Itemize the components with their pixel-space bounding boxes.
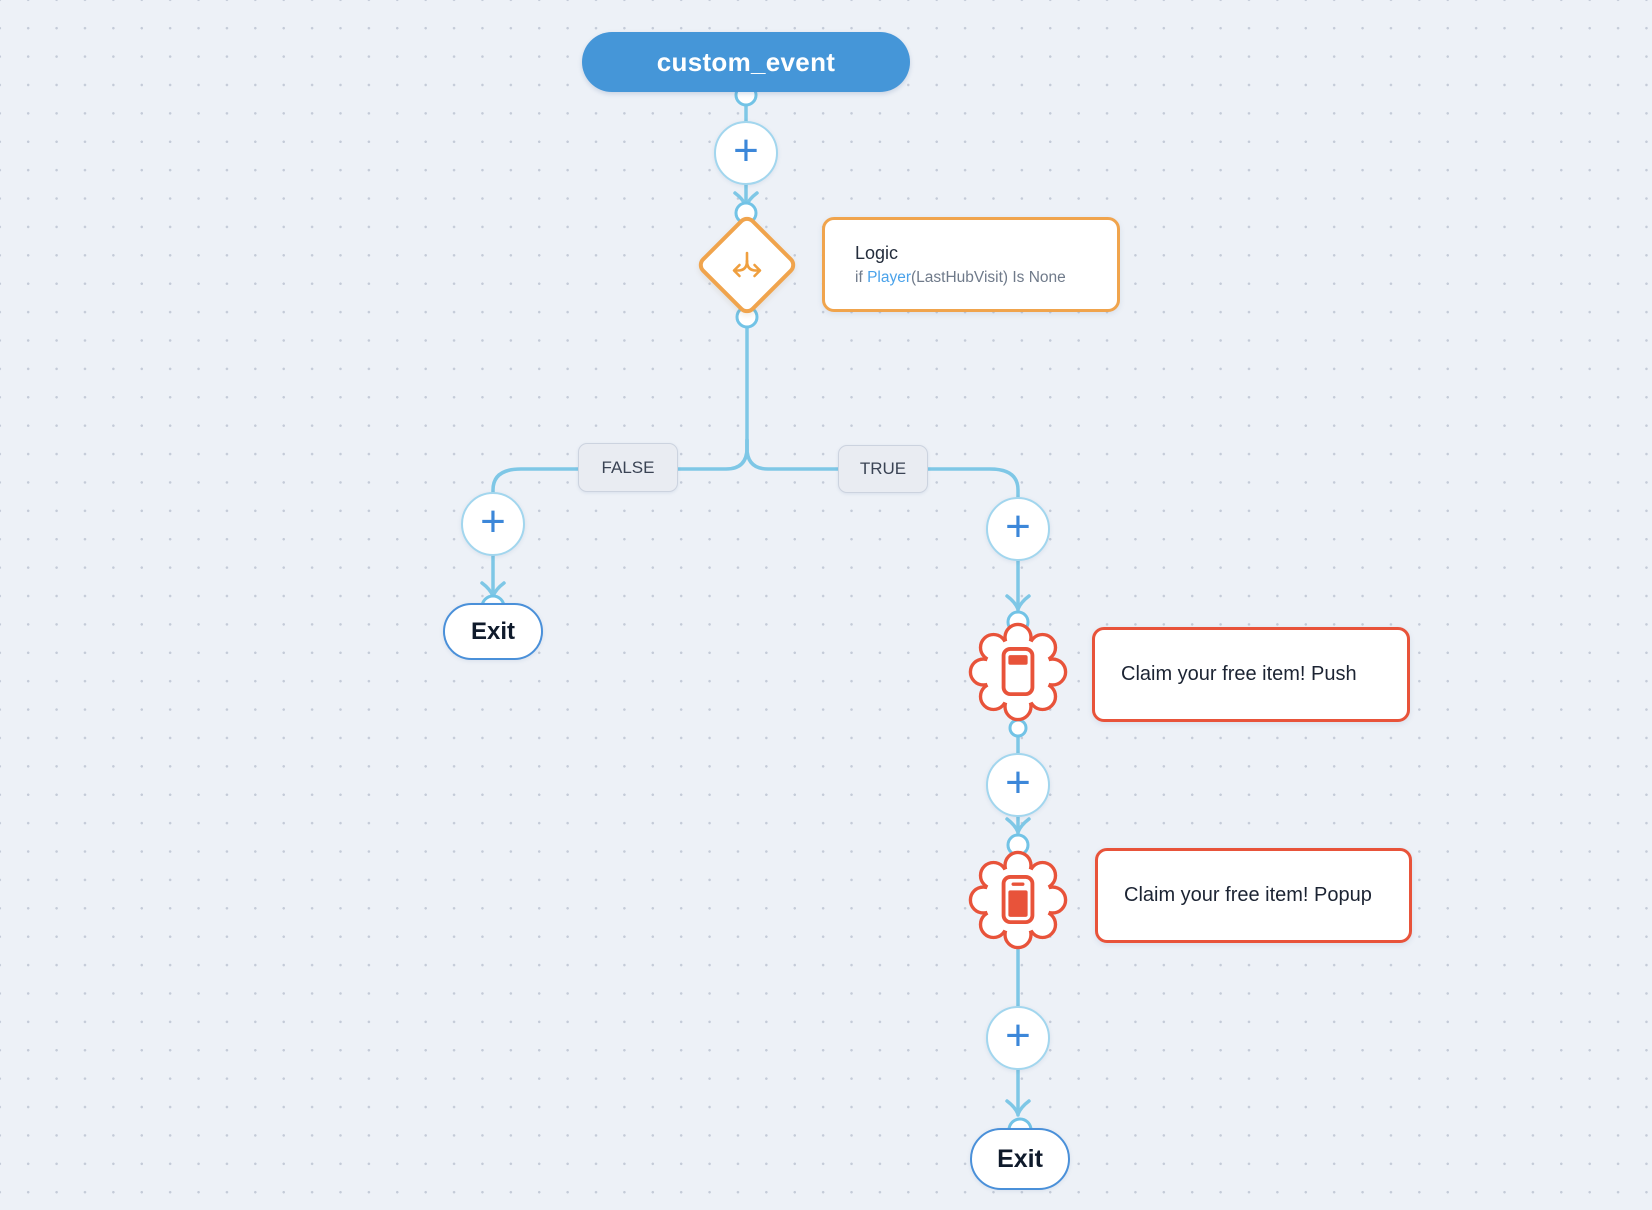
add-step-button-after-push[interactable]: +: [986, 753, 1050, 817]
split-branch-icon: [725, 243, 769, 287]
exit-node-false-branch[interactable]: Exit: [443, 603, 543, 660]
push-message-node[interactable]: [968, 622, 1068, 722]
plus-icon: +: [733, 126, 759, 175]
arrowhead-icons: [480, 191, 1031, 1116]
exit-node-true-branch[interactable]: Exit: [970, 1128, 1070, 1190]
logic-card-title: Logic: [855, 242, 899, 263]
add-step-button-false-branch[interactable]: +: [461, 492, 525, 556]
plus-icon: +: [1005, 758, 1031, 807]
popup-message-card[interactable]: Claim your free item! Popup: [1095, 848, 1412, 943]
phone-push-icon: [968, 622, 1068, 722]
add-step-button-after-trigger[interactable]: +: [714, 121, 778, 185]
push-message-card[interactable]: Claim your free item! Push: [1092, 627, 1410, 722]
logic-condition-card[interactable]: Logic if Player(LastHubVisit) Is None: [822, 217, 1120, 312]
condition-variable: Player: [867, 268, 911, 286]
popup-message-node[interactable]: [968, 850, 1068, 950]
plus-icon: +: [1005, 502, 1031, 551]
logic-card-condition: if Player(LastHubVisit) Is None: [855, 269, 1117, 287]
branch-label-false: FALSE: [578, 443, 678, 492]
trigger-node-custom-event[interactable]: custom_event: [582, 32, 910, 92]
add-step-button-true-branch[interactable]: +: [986, 497, 1050, 561]
popup-card-label: Claim your free item! Popup: [1124, 884, 1372, 906]
exit-label: Exit: [997, 1144, 1043, 1173]
true-label-text: TRUE: [859, 459, 907, 478]
exit-label: Exit: [470, 617, 515, 645]
branch-label-true: TRUE: [838, 445, 928, 493]
add-step-button-after-popup[interactable]: +: [986, 1006, 1050, 1070]
push-card-label: Claim your free item! Push: [1121, 663, 1357, 685]
trigger-label: custom_event: [656, 46, 836, 77]
plus-icon: +: [480, 497, 506, 546]
phone-popup-icon: [968, 850, 1068, 950]
plus-icon: +: [1005, 1011, 1031, 1060]
condition-rest: (LastHubVisit) Is None: [911, 268, 1066, 286]
logic-diamond-node[interactable]: [694, 212, 800, 318]
false-label-text: FALSE: [601, 457, 655, 477]
condition-keyword: if: [855, 268, 868, 286]
